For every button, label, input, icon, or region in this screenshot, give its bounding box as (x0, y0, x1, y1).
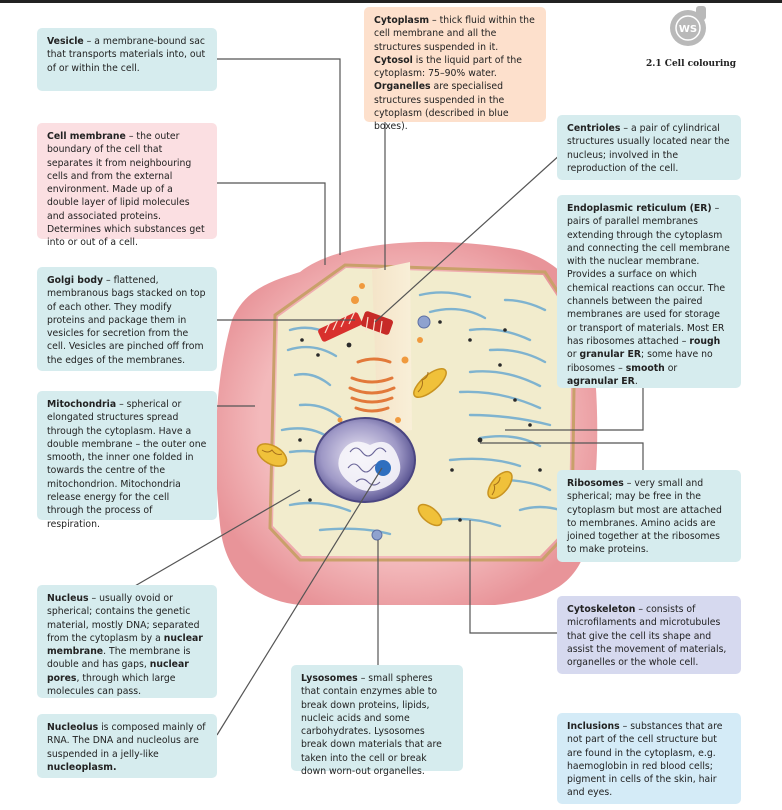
nucleolus-bold-a: nucleoplasm. (47, 761, 117, 773)
er-text-e: . (634, 375, 638, 387)
vesicles (337, 283, 423, 423)
cytoplasm-text-a: – thick fluid within the cell membrane a… (374, 15, 535, 53)
nucleus-text-c: , through which large molecules can pass… (47, 672, 176, 698)
cell-membrane-text: – the outer boundary of the cell that se… (47, 131, 205, 249)
nucleus-bold-a: nuclear membrane (47, 632, 203, 658)
golgi-text: – flattened, membranous bags stacked on … (47, 275, 206, 366)
er-text-d: or (664, 362, 678, 374)
label-box-centrioles: Centrioles – a pair of cylindrical struc… (557, 115, 741, 180)
nucleus-bold-b: nuclear pores (47, 659, 189, 684)
leader-nucleolus (216, 467, 383, 736)
leader-cell-membrane (217, 182, 326, 265)
label-box-nucleolus: Nucleolus is composed mainly of RNA. The… (37, 714, 217, 778)
er-text-a: – pairs of parallel membranes extending … (567, 203, 730, 347)
label-box-ribosomes: Ribosomes – very small and spherical; ma… (557, 470, 741, 562)
centrioles-text: – a pair of cylindrical structures usual… (567, 123, 730, 174)
label-box-inclusions: Inclusions – substances that are not par… (557, 713, 741, 804)
mitochondria-text: – spherical or elongated structures spre… (47, 399, 207, 530)
inclusions-title: Inclusions (567, 721, 620, 732)
leader-nucleus (127, 489, 301, 591)
leader-vesicle (217, 58, 341, 255)
er-title: Endoplasmic reticulum (ER) (567, 203, 712, 214)
cytoplasm-text-b: is the liquid part of the cytoplasm: 75–… (374, 54, 522, 80)
label-box-vesicle: Vesicle – a membrane-bound sac that tran… (37, 28, 217, 91)
lysosomes-title: Lysosomes (301, 673, 358, 684)
golgi-title: Golgi body (47, 275, 104, 286)
cytoskeleton-text: – consists of microfilaments and microtu… (567, 604, 727, 669)
lysosomes-text: – small spheres that contain enzymes abl… (301, 673, 442, 778)
ws-logo-icon: WS (670, 6, 706, 46)
centrioles-title: Centrioles (567, 123, 621, 134)
cell-membrane-title: Cell membrane (47, 131, 126, 142)
er-text-b: or (567, 349, 580, 361)
leader-centrioles (374, 152, 563, 323)
cytoplasm-bold-b: Organelles (374, 81, 431, 93)
leader-ribosomes (480, 442, 644, 470)
ribosomes-text: – very small and spherical; may be free … (567, 478, 722, 556)
nucleus-text-b: . The membrane is double and has gaps, (47, 646, 191, 671)
label-box-mitochondria: Mitochondria – spherical or elongated st… (37, 391, 217, 530)
cytoplasm-text-c: are specialised structures suspended in … (374, 81, 509, 133)
label-box-lysosomes: Lysosomes – small spheres that contain e… (291, 665, 463, 777)
vesicle-text: – a membrane-bound sac that transports m… (47, 36, 206, 74)
lysosomes (371, 315, 431, 541)
er-text-c: ; some have no ribosomes – (567, 349, 713, 374)
nucleus-title: Nucleus (47, 593, 89, 604)
er-bold-a: rough (689, 335, 721, 347)
label-box-cell-membrane: Cell membrane – the outer boundary of th… (37, 123, 217, 248)
mitochondria (256, 368, 513, 527)
nucleus-text-a: – usually ovoid or spherical; contains t… (47, 593, 200, 644)
leader-cytoskeleton (469, 520, 562, 634)
ribosomes-title: Ribosomes (567, 478, 624, 489)
label-box-endoplasmic-reticulum: Endoplasmic reticulum (ER) – pairs of pa… (557, 195, 741, 388)
cytoplasm-title: Cytoplasm (374, 15, 430, 26)
nucleolus-text-a: is composed mainly of RNA. The DNA and n… (47, 722, 206, 760)
inclusions-text: – substances that are not part of the ce… (567, 721, 723, 799)
section-label: 2.1 Cell colouring (646, 59, 737, 69)
top-rule (0, 0, 782, 3)
er-bold-c: smooth (625, 362, 665, 374)
cytoskeleton-title: Cytoskeleton (567, 604, 636, 615)
vesicle-title: Vesicle (47, 36, 84, 47)
golgi-body (348, 357, 396, 413)
ws-logo-text: WS (679, 24, 697, 35)
nucleus (314, 417, 416, 503)
nucleolus-title: Nucleolus (47, 722, 99, 733)
label-box-golgi-body: Golgi body – flattened, membranous bags … (37, 267, 217, 371)
mitochondria-title: Mitochondria (47, 399, 117, 410)
label-box-cytoplasm: Cytoplasm – thick fluid within the cell … (364, 7, 546, 132)
label-box-nucleus: Nucleus – usually ovoid or spherical; co… (37, 585, 217, 698)
er-bold-d: agranular ER (567, 375, 635, 387)
cytoplasm-bold-a: Cytosol (374, 54, 413, 66)
label-box-cytoskeleton: Cytoskeleton – consists of microfilament… (557, 596, 741, 674)
leader-er (505, 388, 644, 431)
er-bold-b: granular ER (579, 349, 642, 361)
